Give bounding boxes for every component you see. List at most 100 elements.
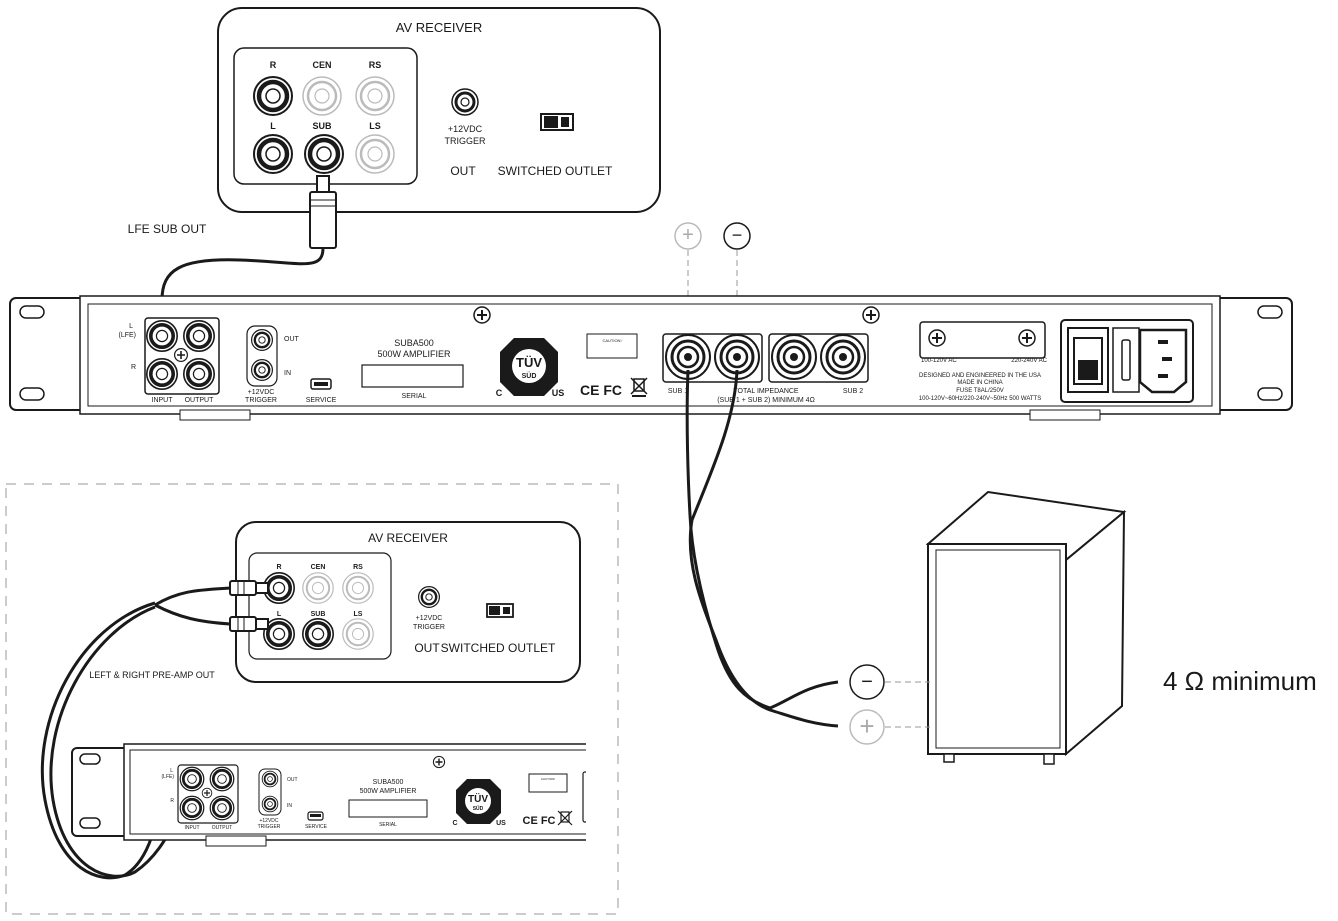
foot [179,409,251,421]
sub2-positive-post[interactable] [770,333,818,381]
power-rating-label: 100-120V~60Hz/220-240V~50Hz 500 WATTS [919,396,1041,402]
rack-hole [79,753,101,765]
impedance-note: 4 Ω minimum [1163,666,1317,696]
voltage-low-label: 100-120V AC [921,358,957,364]
switched-outlet[interactable] [486,603,514,618]
trigger-label-2: TRIGGER [245,397,277,404]
serial-plate [348,799,428,818]
jack-sub[interactable] [305,135,343,173]
trigger-in-jack[interactable] [250,358,274,382]
us-label: US [552,388,565,398]
switched-outlet-label: SWITCHED OUTLET [441,641,556,655]
input-l-jack[interactable] [145,318,179,354]
voltage-high-label: 220-240V AC [1011,358,1047,364]
sud-label: SÜD [473,805,484,812]
rack-hole [79,817,101,829]
trigger-jack[interactable] [450,87,480,117]
polarity-guides-sub [885,681,930,728]
ce-fc-certs: CE FC [523,815,556,827]
power-switch[interactable] [1067,327,1109,393]
sub2-negative-post[interactable] [819,333,867,381]
jack-sub[interactable] [300,616,336,652]
rca-plug-l [229,616,269,632]
screw-icon [1018,329,1036,347]
c-label: C [452,820,457,827]
trigger-out-jack[interactable] [261,770,279,788]
preamp-out-label: LEFT & RIGHT PRE-AMP OUT [89,670,215,680]
output-l-jack[interactable] [182,318,216,354]
jack-cen[interactable] [301,571,335,605]
input-r-jack[interactable] [178,794,206,822]
channel-label-l: L [270,121,276,131]
channel-label-sub: SUB [312,121,332,131]
service-label: SERVICE [305,824,328,830]
subwoofer-cabinet [925,490,1127,765]
fuse-label: FUSE T8AL/250V [956,388,1004,394]
sub2-label: SUB 2 [843,388,863,395]
jack-cen[interactable] [301,75,343,117]
jack-rs[interactable] [354,75,396,117]
receiver-title: AV RECEIVER [368,531,448,545]
lfe-cable [160,175,337,332]
iec-power-inlet[interactable] [1138,328,1188,394]
tuv-certification-badge: TÜV SÜD [456,779,501,824]
lfe-label: (LFE) [162,774,175,780]
jack-rs[interactable] [341,571,375,605]
output-r-jack[interactable] [208,794,236,822]
trigger-in-label: IN [284,370,291,377]
trigger-jack[interactable] [417,585,441,609]
lfe-sub-out-label: LFE SUB OUT [128,222,207,236]
trigger-label-1: +12VDC [448,124,483,134]
output-l-jack[interactable] [208,765,236,793]
channel-label-r: R [270,60,277,70]
input-l-jack[interactable] [178,765,206,793]
output-label: OUTPUT [185,397,215,404]
fuse-holder [1112,327,1140,393]
output-label: OUTPUT [212,825,233,831]
trigger-label-1: +12VDC [416,615,443,622]
channel-label-ls: LS [369,121,381,131]
jack-ls[interactable] [341,617,375,651]
plus-marker-top: + [674,222,702,250]
av-receiver-inset: AV RECEIVER R CEN RS L SUB LS +12VDC TRI… [235,521,581,683]
amplifier-main: L (LFE) R INPUT OUTPUT OUT IN +12VDC TRI… [9,295,1293,421]
service-port[interactable] [310,378,332,390]
input-r-jack[interactable] [145,356,179,392]
channel-label-ls: LS [354,611,363,618]
serial-label: SERIAL [402,393,427,400]
weee-bin-icon [630,377,648,397]
jack-r[interactable] [254,77,292,115]
trigger-out-label: OUT [287,777,298,783]
av-receiver-top: AV RECEIVER R CEN RS L SUB LS +12VDC TRI… [217,7,661,213]
plus-marker-sub: + [849,709,885,745]
receiver-title: AV RECEIVER [396,20,482,35]
service-port[interactable] [307,811,324,821]
made-label: MADE IN CHINA [957,380,1002,386]
r-label: R [131,364,136,371]
screw-icon [473,306,491,324]
rack-hole [1257,387,1283,401]
switched-outlet[interactable] [540,113,574,131]
screw-icon [928,329,946,347]
jack-ls[interactable] [354,133,396,175]
sub1-label: SUB 1 [668,388,688,395]
output-r-jack[interactable] [182,356,216,392]
voltage-selector-plate [919,321,1046,359]
model-label: SUBA500 [373,779,404,786]
screw-icon [432,755,446,769]
input-label: INPUT [152,397,174,404]
model-label: SUBA500 [394,338,434,348]
rack-hole [1257,305,1283,319]
r-label: R [170,798,174,804]
channel-label-cen: CEN [312,60,331,70]
minus-marker-sub: − [849,664,885,700]
trigger-in-jack[interactable] [261,795,279,813]
trigger-label-1: +12VDC [259,818,278,824]
c-label: C [496,388,503,398]
channel-label-sub: SUB [311,611,326,618]
channel-label-r: R [276,564,281,571]
jack-l[interactable] [254,135,292,173]
polarity-guides-top [687,250,738,330]
trigger-out-jack[interactable] [250,328,274,352]
trigger-label-2: TRIGGER [258,824,281,830]
